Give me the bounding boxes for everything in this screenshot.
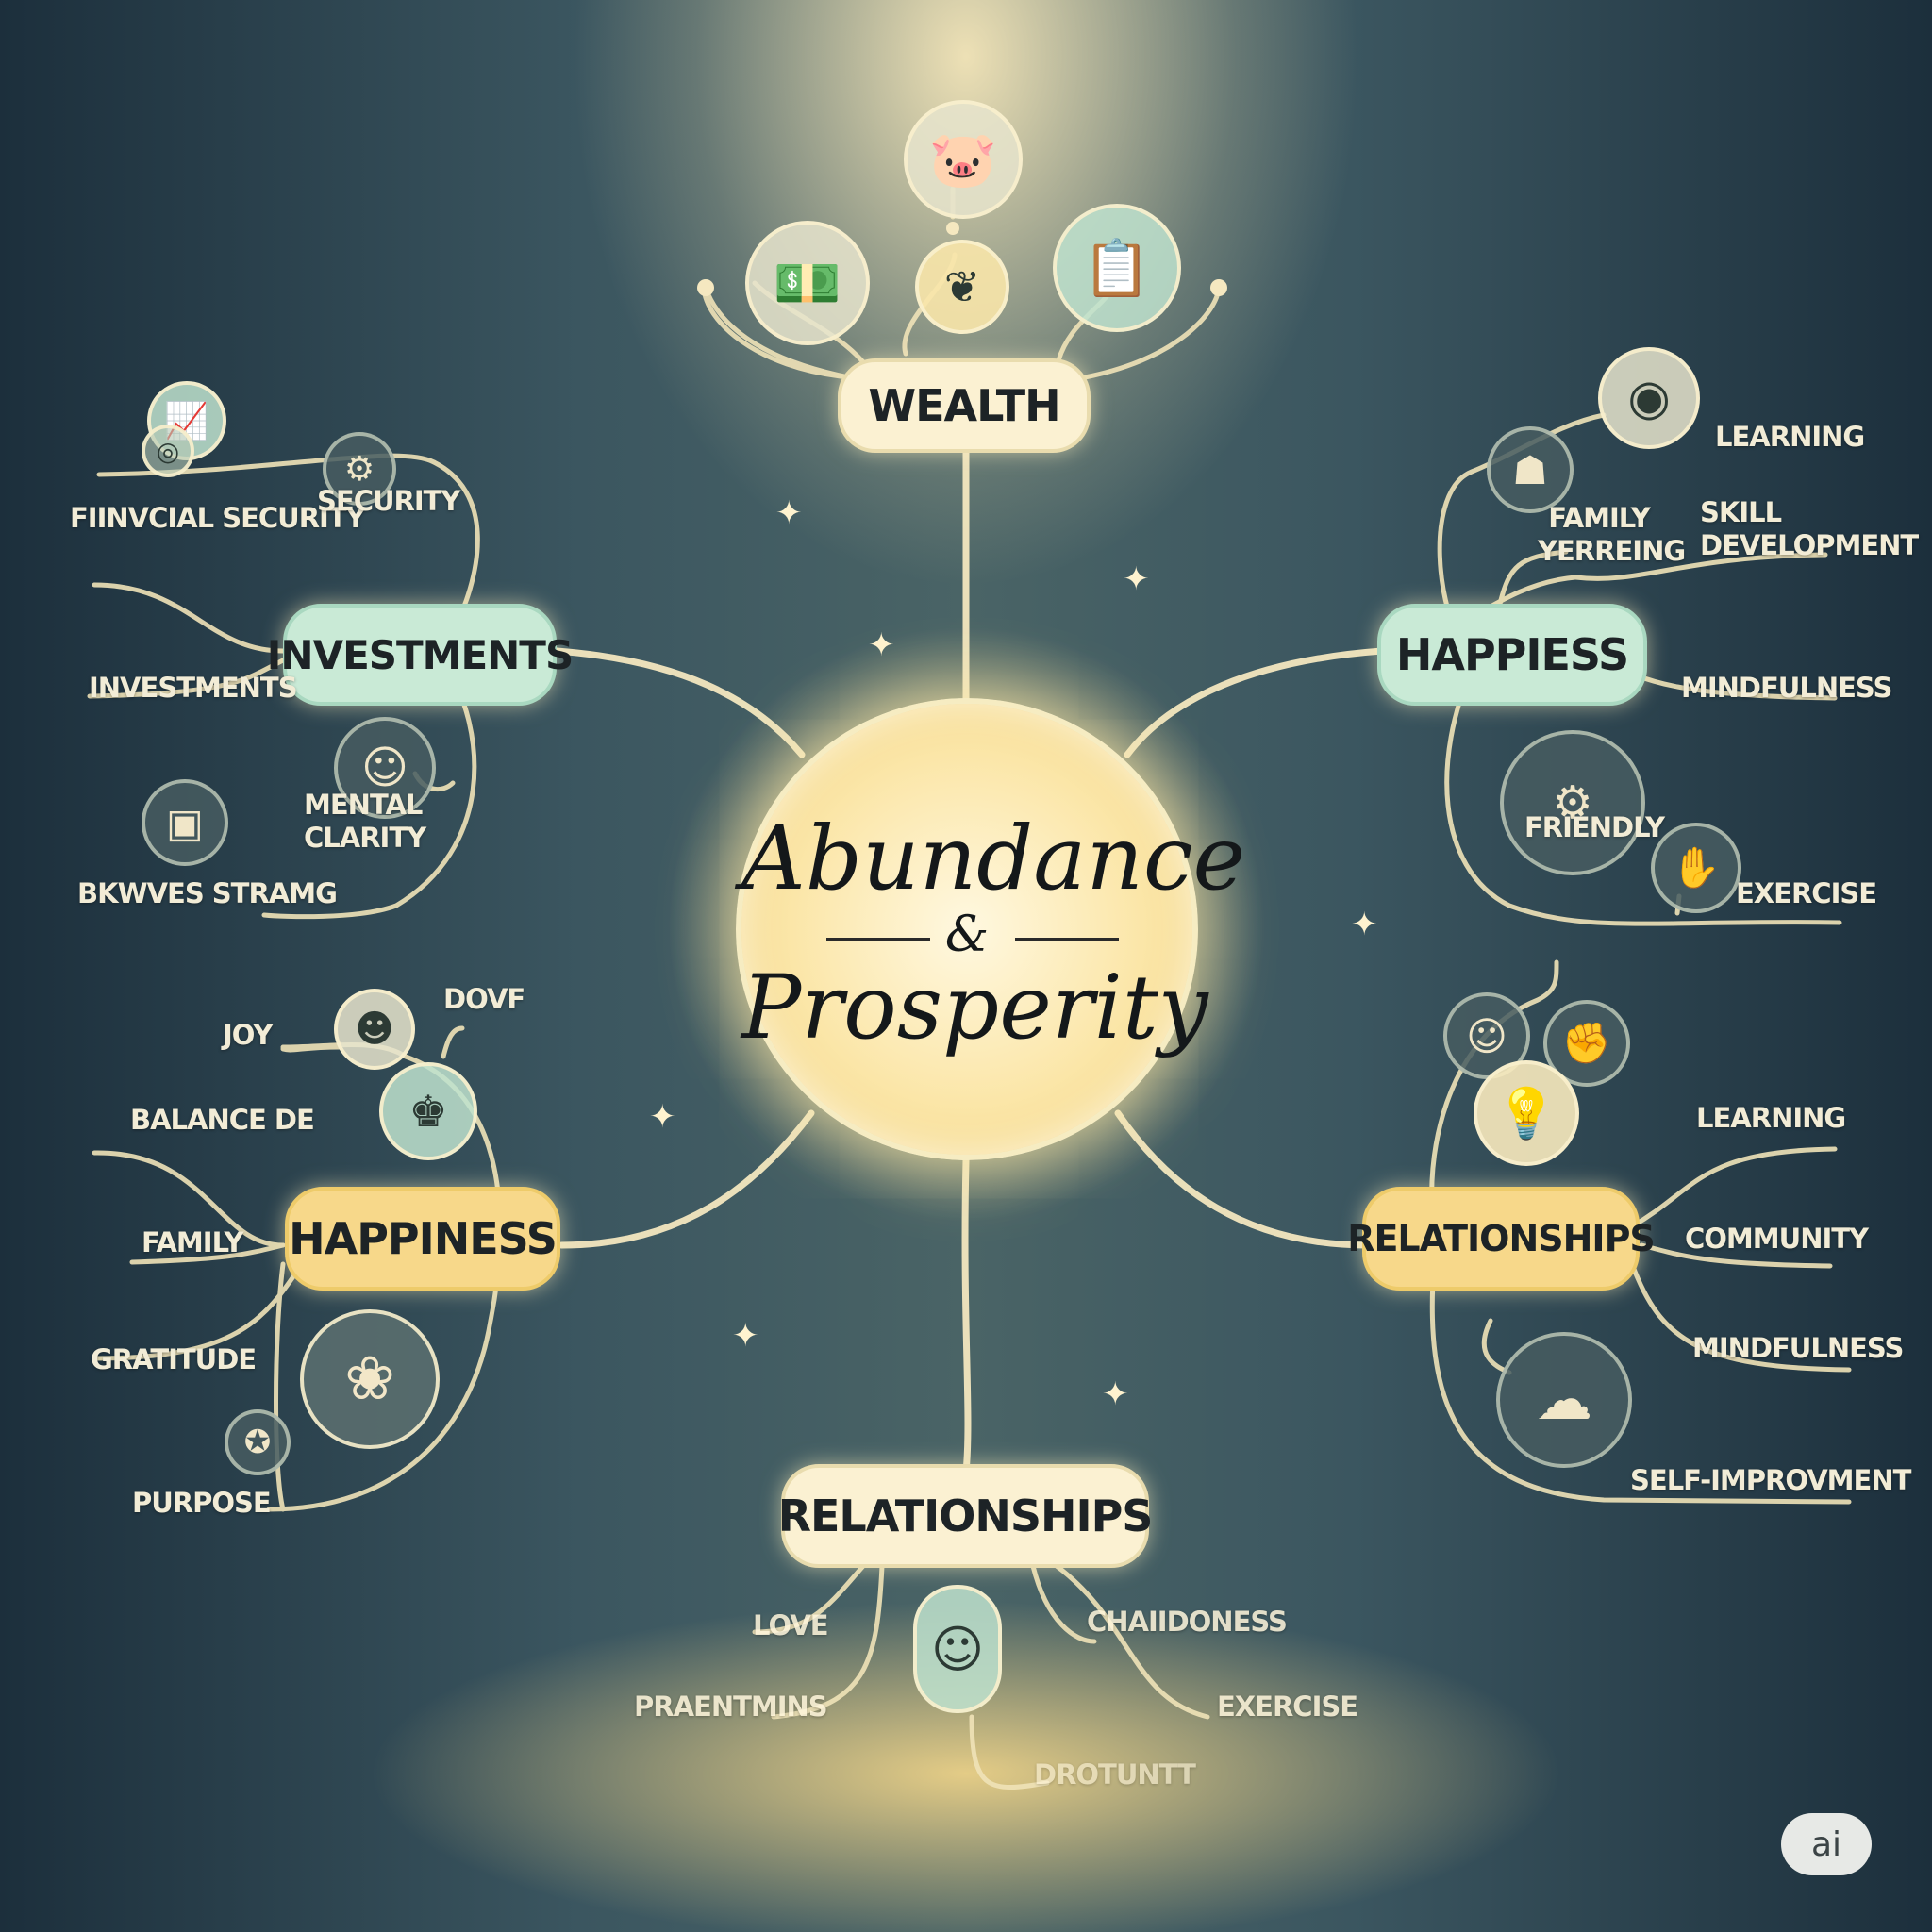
label-community: COMMUNITY (1685, 1223, 1869, 1255)
sparkle-icon: ✦ (1123, 560, 1150, 598)
spoke-right-lower (1114, 1109, 1372, 1249)
heart-hands-icon: ✋ (1651, 823, 1741, 913)
label-investments-sub: INVESTMENTS (89, 672, 298, 704)
label-mental-clarity: MENTAL CLARITY (304, 789, 426, 854)
label-drotuntt: DROTUNTT (1034, 1758, 1196, 1790)
label-learning-right: LEARNING (1696, 1102, 1846, 1134)
brain-icon: ☺ (334, 717, 436, 819)
label-security: SECURITY (317, 485, 460, 517)
label-gratitude: GRATITUDE (91, 1343, 257, 1375)
sparkle-icon: ✦ (1351, 906, 1378, 943)
label-self-improvment: SELF-IMPROVMENT (1630, 1464, 1911, 1496)
brain-network-icon: ☁ (1496, 1332, 1632, 1468)
branch-node-happiness[interactable]: HAPPINESS (285, 1187, 560, 1291)
label-mindfulness-right: MINDFULNESS (1692, 1332, 1904, 1364)
title-divider-right (1015, 938, 1119, 941)
handshake-icon: ✊ (1543, 1000, 1630, 1087)
face-portrait-icon: ☺ (913, 1585, 1002, 1713)
label-praentmins: PRAENTMINS (634, 1690, 828, 1723)
sparkle-icon: ✦ (868, 626, 895, 664)
spoke-right-upper (1124, 647, 1386, 758)
label-dovf: DOVF (443, 983, 525, 1015)
plant-icon: ❦ (915, 240, 1009, 334)
label-joy: JOY (223, 1019, 273, 1051)
label-bkwves-stramg: BKWVES STRAMG (77, 877, 338, 909)
spoke-left-lower (558, 1109, 815, 1249)
center-title-line1: Abundance (741, 808, 1246, 910)
branch-node-happiess[interactable]: HAPPIESS (1377, 604, 1647, 706)
branch-node-wealth[interactable]: WEALTH (838, 358, 1091, 453)
sparkle-icon: ✦ (775, 494, 803, 532)
label-purpose: PURPOSE (132, 1487, 272, 1519)
family-icon: ☗ (1487, 426, 1574, 513)
lotus-icon: ❀ (300, 1309, 440, 1449)
label-mindfulness-top: MINDFULNESS (1681, 672, 1892, 704)
label-financial-security: FIINVCIAL SECURITY (70, 502, 366, 534)
person-icon: ☻ (334, 989, 415, 1070)
center-title-ampersand: & (944, 907, 990, 963)
label-exercise-right: EXERCISE (1736, 877, 1877, 909)
meditation-icon: ♚ (379, 1062, 477, 1160)
sparkle-icon: ✦ (649, 1098, 676, 1136)
center-title-line2: Prosperity (741, 957, 1208, 1059)
money-stack-icon: 💵 (745, 221, 870, 345)
sparkle-icon: ✦ (732, 1317, 759, 1355)
compass-icon: ✪ (225, 1409, 291, 1475)
label-love: LOVE (753, 1609, 829, 1641)
branch-node-relationships-bottom[interactable]: RELATIONSHIPS (778, 1464, 1153, 1568)
lightbulb-icon: 💡 (1474, 1060, 1579, 1166)
label-skill-development: SKILL DEVELOPMENT (1700, 496, 1919, 561)
spoke-left-upper (553, 647, 806, 758)
globe-icon: ⚙ (1500, 730, 1645, 875)
cash-register-icon: ▣ (142, 779, 228, 866)
central-topic[interactable]: Abundance & Prosperity (736, 698, 1246, 1160)
label-learning-top: LEARNING (1715, 421, 1865, 453)
sparkle-icon: ✦ (1102, 1375, 1129, 1413)
label-chaiidoness: CHAIIDONESS (1087, 1606, 1288, 1638)
coins-icon: ◎ (142, 425, 194, 477)
label-family-yerreing: FAMILY YERREING (1538, 502, 1686, 567)
label-exercise-bottom: EXERCISE (1217, 1690, 1358, 1723)
spoke-bottom (961, 1157, 972, 1475)
document-icon: 📋 (1053, 204, 1181, 332)
title-divider-left (826, 938, 930, 941)
label-balance-de: BALANCE DE (130, 1104, 315, 1136)
branch-node-relationships-right[interactable]: RELATIONSHIPS (1347, 1187, 1656, 1291)
gears-icon: ⚙ (323, 432, 396, 506)
ai-badge: ai (1781, 1813, 1872, 1875)
branch-node-investments[interactable]: INVESTMENTS (267, 604, 574, 706)
label-friendly: FRIENDLY (1524, 811, 1665, 843)
target-icon: ◉ (1598, 347, 1700, 449)
label-family: FAMILY (142, 1226, 244, 1258)
piggy-bank-icon: 🐷 (904, 100, 1023, 219)
